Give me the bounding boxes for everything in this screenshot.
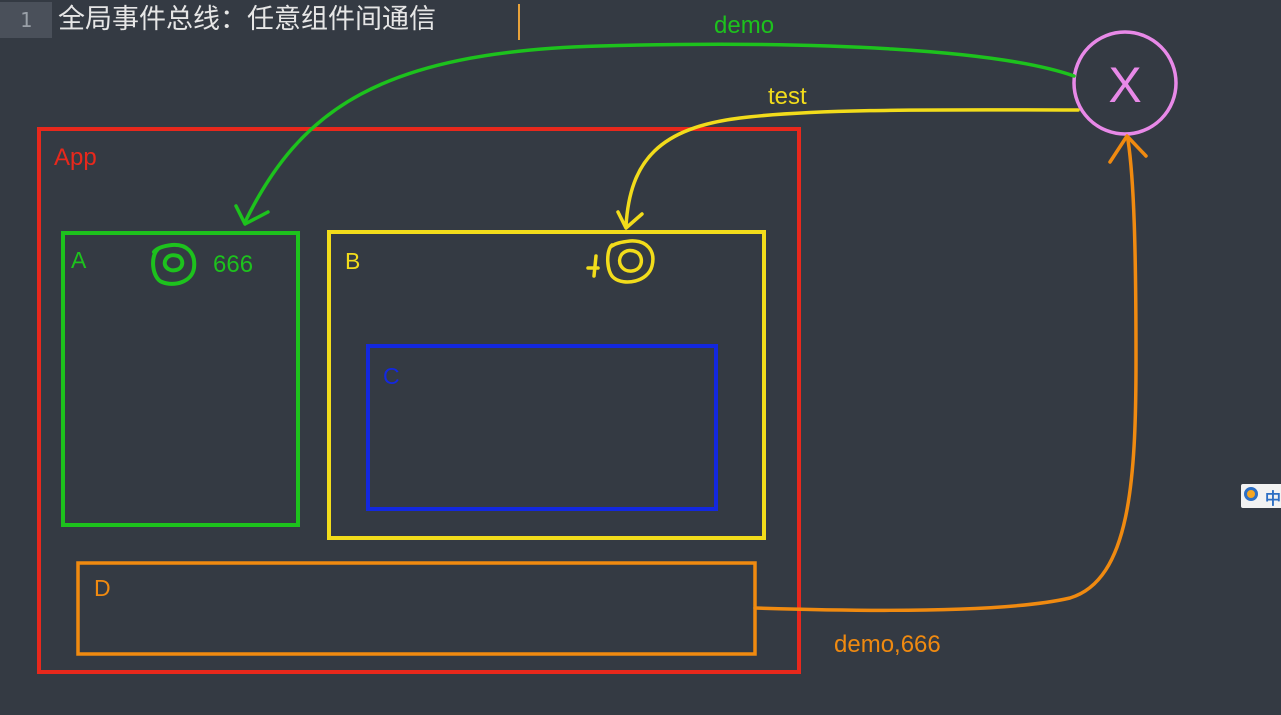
component-b-label: B: [345, 248, 360, 274]
component-c-label: C: [383, 363, 400, 389]
component-a-value: 666: [213, 251, 253, 278]
event-bus-label: X: [1108, 57, 1141, 113]
emit-arrow: [753, 138, 1138, 613]
component-d-label: D: [94, 575, 111, 601]
app-box: [37, 127, 801, 674]
line-text[interactable]: 全局事件总线：任意组件间通信: [58, 4, 436, 35]
logo-ring-icon: [1244, 487, 1258, 501]
emit-arrowhead-icon: [1108, 134, 1148, 164]
test-arrowhead-icon: [616, 210, 644, 230]
logo-glyph-icon: 中: [1265, 489, 1281, 508]
text-caret: [518, 4, 520, 40]
component-d-box: [76, 561, 757, 656]
side-logo: 中: [1241, 484, 1281, 508]
demo-arrow: [243, 42, 1076, 224]
a-scribble-icon: [151, 242, 197, 286]
b-scribble-icon: [586, 239, 655, 284]
emit-arrow-label: demo,666: [834, 631, 941, 658]
app-label: App: [54, 144, 97, 171]
test-arrow: [624, 108, 1080, 228]
test-arrow-label: test: [768, 83, 807, 110]
line-number: 1: [0, 2, 52, 38]
editor-line: 1 全局事件总线：任意组件间通信: [0, 0, 600, 40]
event-bus-circle: [1072, 30, 1178, 136]
component-a-label: A: [71, 247, 87, 273]
demo-arrow-label: demo: [714, 12, 774, 39]
demo-arrowhead-icon: [234, 204, 270, 226]
component-a-box: [61, 231, 300, 527]
component-b-box: [327, 230, 766, 540]
component-c-box: [366, 344, 718, 511]
